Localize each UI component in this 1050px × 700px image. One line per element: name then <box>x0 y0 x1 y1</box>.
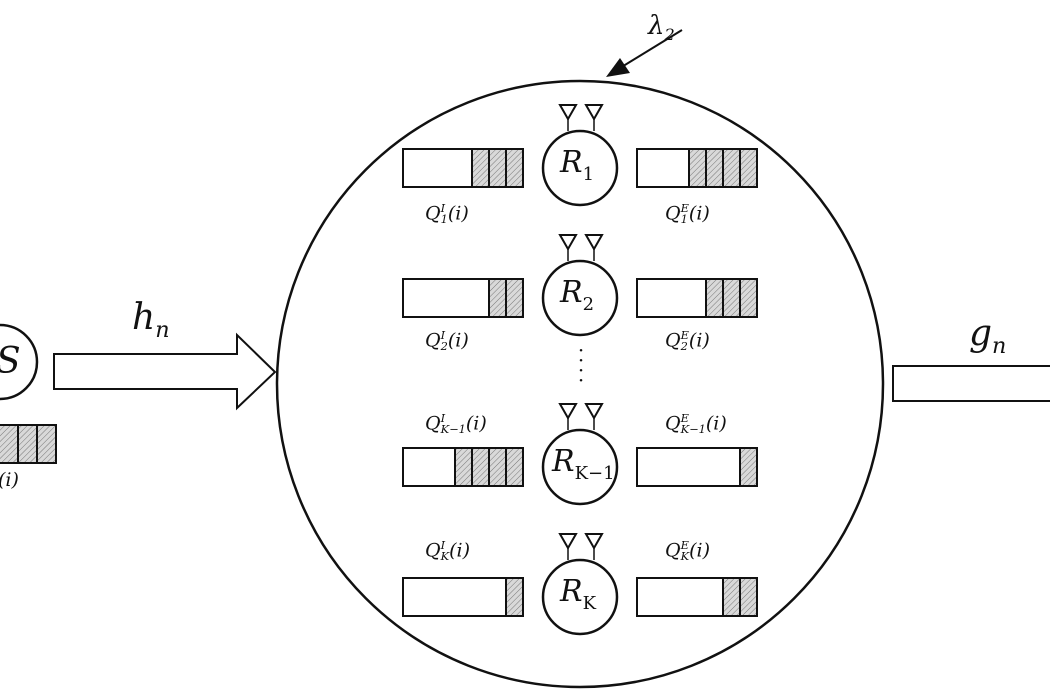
relay-antennas <box>558 234 604 261</box>
relay-label: R1 <box>560 145 595 186</box>
relay-input-queue <box>402 148 524 188</box>
source-node <box>0 323 39 401</box>
relay-input-queue <box>402 447 524 487</box>
relay-node <box>541 558 619 636</box>
relay-output-queue <box>636 148 758 188</box>
lambda-label: λ2 <box>648 11 675 45</box>
relay-antennas <box>558 104 604 131</box>
source-to-relays-arrow <box>53 332 277 411</box>
relay-label: R2 <box>560 275 595 316</box>
relay-input-queue <box>402 278 524 318</box>
relays-to-destination-arrow <box>892 365 1050 402</box>
g-n-label: gn <box>969 313 1007 360</box>
relay-node <box>541 129 619 207</box>
relay-cluster-circle <box>275 79 885 689</box>
interference-arrow <box>606 29 683 77</box>
relay-antennas <box>558 403 604 430</box>
h-n-label: hn <box>132 297 170 344</box>
relay-node <box>541 428 619 506</box>
relay-input-queue <box>402 577 524 617</box>
relay-output-queue <box>636 278 758 318</box>
relay-node <box>541 259 619 337</box>
source-label: S <box>0 344 21 380</box>
relay-output-queue <box>636 447 758 487</box>
relay-antennas <box>558 533 604 560</box>
relay-layer <box>402 104 758 636</box>
ellipsis-dots: ···· <box>577 338 585 392</box>
relay-label: RK <box>560 574 597 615</box>
source-queue <box>0 424 57 464</box>
relay-label: RK−1 <box>552 444 615 485</box>
relay-output-queue <box>636 577 758 617</box>
source-queue-label: (i) <box>0 469 19 491</box>
